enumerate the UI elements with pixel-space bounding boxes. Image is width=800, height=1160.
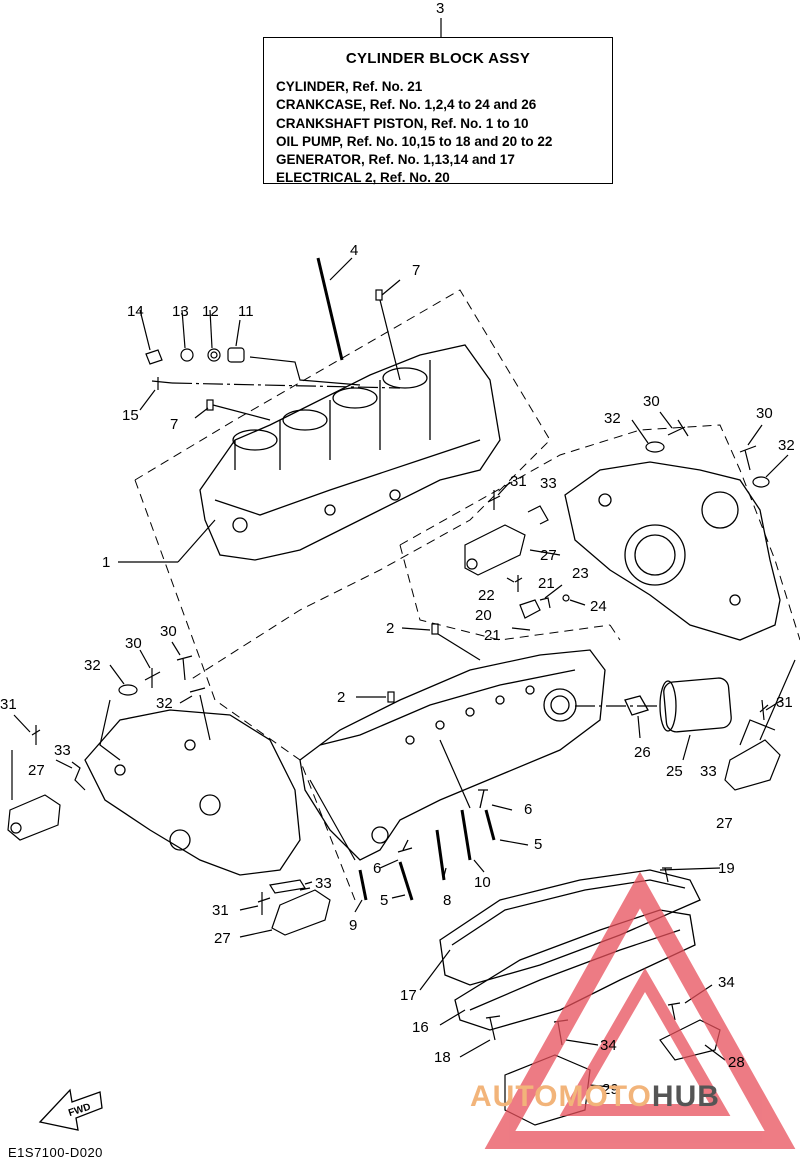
callout-24: 24 <box>590 598 607 615</box>
ref-line: GENERATOR, Ref. No. 1,13,14 and 17 <box>276 152 515 168</box>
callout-17: 17 <box>400 987 417 1004</box>
callout-8: 8 <box>443 892 452 909</box>
ref-box-lines: CYLINDER, Ref. No. 21 CRANKCASE, Ref. No… <box>276 78 552 188</box>
callout-5: 5 <box>534 836 543 853</box>
callout-7: 7 <box>170 416 179 433</box>
callout-2: 2 <box>337 689 346 706</box>
oil-filter <box>624 677 732 733</box>
callout-26: 26 <box>634 744 651 761</box>
reference-box: CYLINDER BLOCK ASSY CYLINDER, Ref. No. 2… <box>263 37 613 185</box>
callout-32: 32 <box>778 437 795 454</box>
callout-30: 30 <box>160 623 177 640</box>
ref-line: CRANKCASE, Ref. No. 1,2,4 to 24 and 26 <box>276 97 537 113</box>
callout-30: 30 <box>756 405 773 422</box>
callout-33: 33 <box>315 875 332 892</box>
ref-line: ELECTRICAL 2, Ref. No. 20 <box>276 170 450 186</box>
callout-21: 21 <box>538 575 555 592</box>
watermark-part1: AUTOMOTO <box>470 1080 652 1113</box>
ref-box-title: CYLINDER BLOCK ASSY <box>345 50 531 67</box>
callout-27: 27 <box>214 930 231 947</box>
ref-line: CYLINDER, Ref. No. 21 <box>276 79 423 94</box>
callout-25: 25 <box>666 763 683 780</box>
callout-23: 23 <box>572 565 589 582</box>
callout-19: 19 <box>718 860 735 877</box>
callout-5: 5 <box>380 892 389 909</box>
callout-28: 28 <box>728 1054 745 1071</box>
callout-22: 22 <box>478 587 495 604</box>
callout-32: 32 <box>84 657 101 674</box>
callout-11: 11 <box>238 303 254 320</box>
callout-31: 31 <box>0 696 17 713</box>
callout-21: 21 <box>484 627 501 644</box>
callout-6: 6 <box>373 860 382 877</box>
callout-13: 13 <box>172 303 189 320</box>
callout-27: 27 <box>540 547 557 564</box>
callout-31: 31 <box>510 473 527 490</box>
callout-12: 12 <box>202 303 219 320</box>
callout-10: 10 <box>474 874 491 891</box>
watermark-text: AUTOMOTOHUB <box>470 1080 720 1114</box>
callout-34: 34 <box>600 1037 617 1054</box>
ref-line: CRANKSHAFT PISTON, Ref. No. 1 to 10 <box>276 115 529 131</box>
oil-pan <box>439 869 701 1031</box>
callout-27: 27 <box>28 762 45 779</box>
left-cover <box>84 709 301 876</box>
callout-2: 2 <box>386 620 395 637</box>
callout-15: 15 <box>122 407 139 424</box>
callout-27: 27 <box>716 815 733 832</box>
callout-29: 29 <box>602 1081 619 1098</box>
callout-31: 31 <box>776 694 793 711</box>
callout-7: 7 <box>412 262 421 279</box>
callout-33: 33 <box>540 475 557 492</box>
right-cover <box>564 461 781 641</box>
callout-9: 9 <box>349 917 358 934</box>
watermark-logo <box>484 871 796 1149</box>
callout-16: 16 <box>412 1019 429 1036</box>
callout-1: 1 <box>102 554 111 571</box>
callout-33: 33 <box>700 763 717 780</box>
callout-14: 14 <box>127 303 144 320</box>
callout-18: 18 <box>434 1049 451 1066</box>
callout-32: 32 <box>604 410 621 427</box>
callout-33: 33 <box>54 742 71 759</box>
callout-3: 3 <box>436 0 445 17</box>
ref-line: OIL PUMP, Ref. No. 10,15 to 18 and 20 to… <box>276 133 553 149</box>
callout-20: 20 <box>475 607 492 624</box>
callout-31: 31 <box>212 902 229 919</box>
callout-4: 4 <box>350 242 359 259</box>
callout-30: 30 <box>125 635 142 652</box>
callout-34: 34 <box>718 974 735 991</box>
callout-6: 6 <box>524 801 533 818</box>
callout-30: 30 <box>643 393 660 410</box>
fwd-arrow-icon: FWD <box>38 1088 103 1131</box>
lower-crankcase <box>299 649 606 861</box>
callout-32: 32 <box>156 695 173 712</box>
cylinder-block <box>199 344 501 561</box>
figure-code: E1S7100-D020 <box>8 1145 103 1160</box>
watermark-part2: HUB <box>651 1080 720 1113</box>
